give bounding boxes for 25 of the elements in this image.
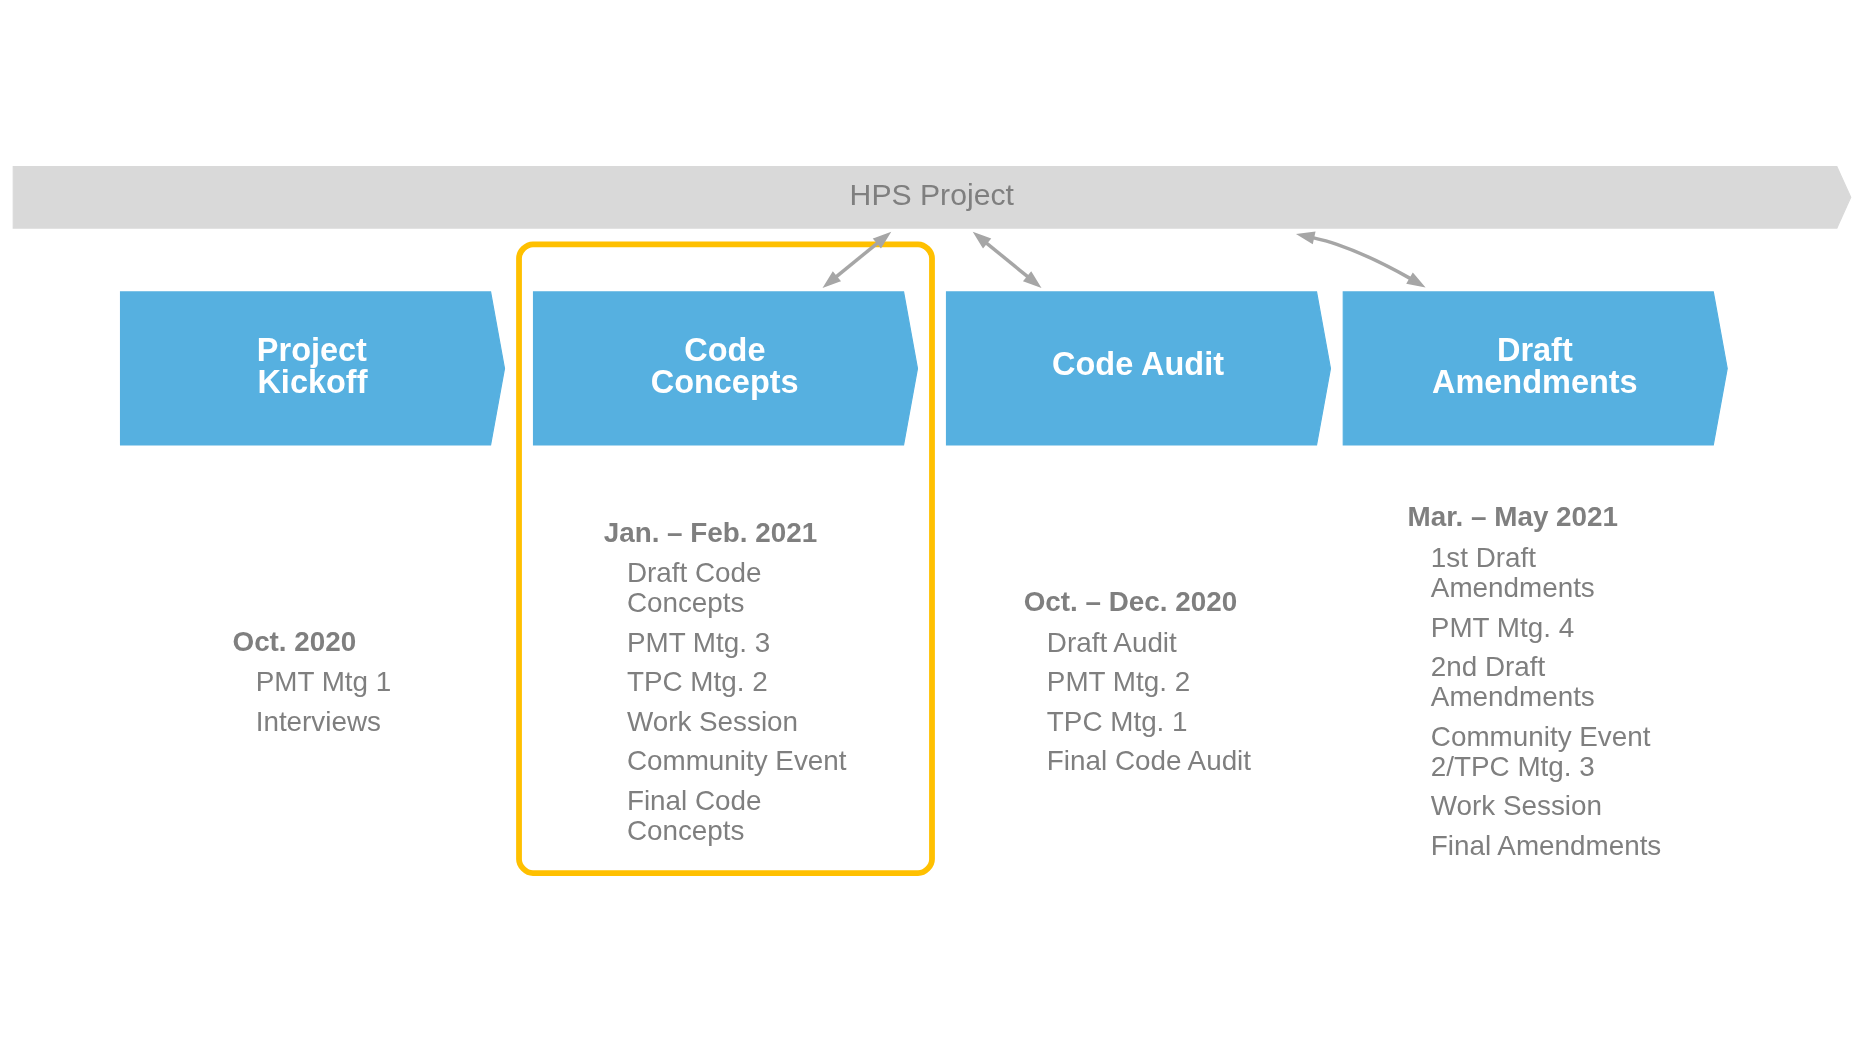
- node-label: Oct. – Dec. 2020: [1023, 585, 1238, 617]
- node-label: PMT Mtg. 4: [1430, 611, 1575, 643]
- node-label: Interviews: [255, 705, 381, 737]
- node-label: Work Session: [626, 705, 799, 737]
- node-label: Final Code Concepts: [626, 784, 762, 846]
- node-label: 1st Draft Amendments: [1430, 541, 1595, 603]
- node-label: TPC Mtg. 1: [1046, 705, 1188, 737]
- node-label: Final Amendments: [1430, 829, 1662, 861]
- node-label: TPC Mtg. 2: [626, 665, 768, 697]
- node-label: Mar. – May 2021: [1407, 500, 1619, 532]
- node-label: Draft Code Concepts: [626, 556, 762, 618]
- arrow: [1295, 231, 1426, 287]
- node-label: PMT Mtg 1: [255, 665, 392, 697]
- node-label: Draft Audit: [1046, 626, 1177, 658]
- arrow: [822, 231, 892, 288]
- node-label: Jan. – Feb. 2021: [603, 516, 818, 548]
- node-label: PMT Mtg. 2: [1046, 665, 1191, 697]
- arrow: [972, 231, 1042, 288]
- node-label: Final Code Audit: [1046, 744, 1252, 776]
- node-label: 2nd Draft Amendments: [1430, 650, 1595, 712]
- node-label: Oct. 2020: [232, 625, 357, 657]
- node-label: Community Event: [626, 744, 847, 776]
- node-label: PMT Mtg. 3: [626, 626, 771, 658]
- node-label: Community Event 2/TPC Mtg. 3: [1430, 720, 1651, 782]
- node-label: Work Session: [1430, 789, 1602, 821]
